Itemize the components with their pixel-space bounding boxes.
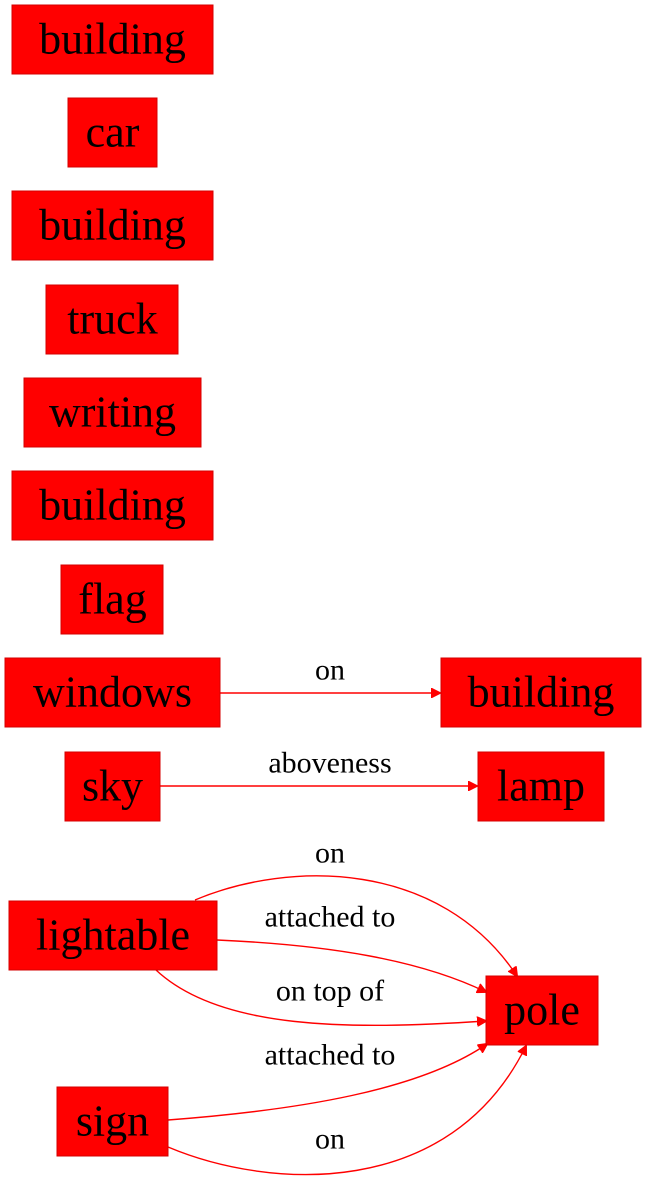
node-car: car	[67, 97, 158, 168]
node-label: windows	[33, 668, 192, 717]
node-writing: writing	[23, 377, 202, 448]
node-label: building	[468, 668, 615, 717]
edge-lightable-pole-on	[194, 875, 517, 976]
node-label: sign	[76, 1097, 149, 1146]
edge-sign-pole-on	[167, 1046, 526, 1176]
node-windows: windows	[4, 657, 221, 728]
node-label: pole	[504, 986, 580, 1035]
edge-label-lightable-pole-on-top-of: on top of	[276, 975, 384, 1008]
nodes: building car building truck writing buil…	[4, 4, 642, 1157]
node-label: writing	[49, 388, 176, 437]
node-label: flag	[78, 575, 146, 624]
node-label: building	[39, 481, 186, 530]
node-sky: sky	[64, 751, 161, 822]
node-lamp: lamp	[477, 751, 605, 822]
edge-label-windows-building: on	[315, 654, 345, 687]
node-building-1: building	[11, 4, 214, 75]
node-building-3: building	[11, 470, 214, 541]
edge-lightable-pole-on-top-of	[155, 969, 486, 1025]
node-flag: flag	[60, 564, 164, 635]
edge-label-sky-lamp: aboveness	[268, 747, 391, 780]
edge-label-lightable-pole-on: on	[315, 837, 345, 870]
edge-lightable-pole-attached-to	[216, 939, 486, 992]
node-pole: pole	[485, 975, 599, 1046]
node-lightable: lightable	[8, 900, 218, 971]
node-label: sky	[82, 762, 143, 811]
node-sign: sign	[56, 1086, 169, 1157]
node-label: truck	[67, 295, 157, 344]
edge-labels: on aboveness on attached to on top of at…	[265, 654, 396, 1156]
node-label: building	[39, 201, 186, 250]
edge-label-sign-pole-on: on	[315, 1123, 345, 1156]
node-label: lightable	[36, 911, 190, 960]
node-building-4: building	[440, 657, 642, 728]
edge-sign-pole-attached-to	[167, 1044, 487, 1121]
node-label: building	[39, 15, 186, 64]
node-truck: truck	[45, 284, 179, 355]
edges	[155, 693, 526, 1176]
node-label: lamp	[497, 762, 585, 811]
edge-label-lightable-pole-attached-to: attached to	[265, 901, 396, 934]
node-building-2: building	[11, 190, 214, 261]
node-label: car	[86, 108, 140, 157]
edge-label-sign-pole-attached-to: attached to	[265, 1039, 396, 1072]
